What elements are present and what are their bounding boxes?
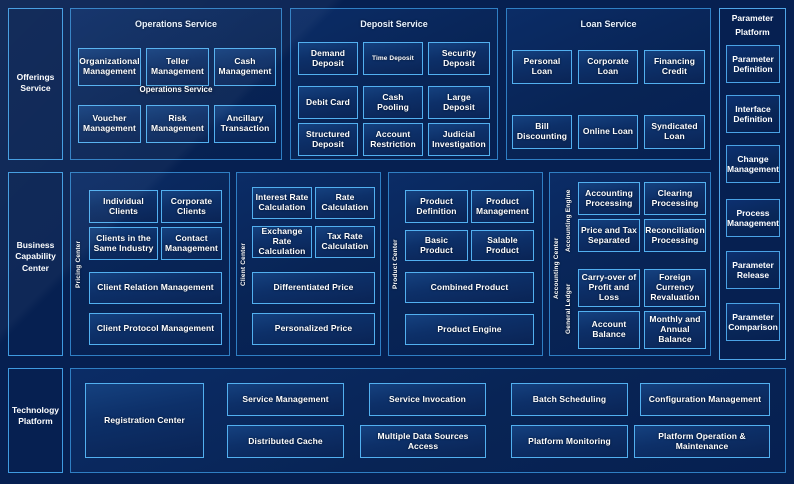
tile-rate-calculation[interactable]: Rate Calculation [315,187,375,219]
tile-syndicated-loan[interactable]: Syndicated Loan [644,115,705,149]
tile-foreign-currency-revaluation[interactable]: Foreign Currency Revaluation [644,269,706,307]
tile-online-loan[interactable]: Online Loan [578,115,638,149]
tile-structured-deposit[interactable]: Structured Deposit [298,123,358,156]
business-capability-rail-label: Business Capability Center [15,240,56,273]
tile-parameter-definition[interactable]: Parameter Definition [726,45,780,83]
tile-product-definition[interactable]: Product Definition [405,190,468,223]
tile-change-management[interactable]: Change Management [726,145,780,183]
tile-service-management[interactable]: Service Management [227,383,344,416]
offerings-rail[interactable] [8,8,63,160]
tile-bill-discounting[interactable]: Bill Discounting [512,115,572,149]
tile-product-management[interactable]: Product Management [471,190,534,223]
tile-configuration-management[interactable]: Configuration Management [640,383,770,416]
tile-accounting-processing[interactable]: Accounting Processing [578,182,640,215]
parameter-platform-panel[interactable] [719,8,786,360]
group-operations-service-title: Operations Service [134,19,218,29]
tile-parameter-release[interactable]: Parameter Release [726,251,780,289]
tile-individual-clients[interactable]: Individual Clients [89,190,158,223]
tile-demand-deposit[interactable]: Demand Deposit [298,42,358,75]
tile-large-deposit[interactable]: Large Deposit [428,86,490,119]
tile-clients-same-industry[interactable]: Clients in the Same Industry [89,227,158,260]
tile-distributed-cache[interactable]: Distributed Cache [227,425,344,458]
tile-interest-rate-calculation[interactable]: Interest Rate Calculation [252,187,312,219]
tile-platform-monitoring[interactable]: Platform Monitoring [511,425,628,458]
tile-corporate-clients[interactable]: Corporate Clients [161,190,222,223]
tile-security-deposit[interactable]: Security Deposit [428,42,490,75]
tile-parameter-comparison[interactable]: Parameter Comparison [726,303,780,341]
tile-differentiated-price[interactable]: Differentiated Price [252,272,375,304]
parameter-platform-title-line2: Platform [735,27,770,37]
tile-debit-card[interactable]: Debit Card [298,86,358,119]
tile-financing-credit[interactable]: Financing Credit [644,50,705,84]
group-deposit-service-title: Deposit Service [360,19,428,29]
tile-voucher-management[interactable]: Voucher Management [78,105,141,143]
column-product-center-label: Product Center [392,239,399,289]
tile-batch-scheduling[interactable]: Batch Scheduling [511,383,628,416]
column-client-center-label: Client Center [240,242,247,286]
tile-service-invocation[interactable]: Service Invocation [369,383,486,416]
tile-teller-management[interactable]: Teller Management [146,48,209,86]
tile-carry-over-of-profit-and-loss[interactable]: Carry-over of Profit and Loss [578,269,640,307]
tile-cash-pooling[interactable]: Cash Pooling [363,86,423,119]
tile-corporate-loan[interactable]: Corporate Loan [578,50,638,84]
tile-platform-operation-maintenance[interactable]: Platform Operation & Maintenance [634,425,770,458]
tile-multiple-data-sources-access[interactable]: Multiple Data Sources Access [360,425,486,458]
tile-reconciliation-processing[interactable]: Reconciliation Processing [644,219,706,252]
technology-platform-rail-label: Technology Platform [11,405,60,427]
tile-ancillary-transaction[interactable]: Ancillary Transaction [214,105,276,143]
tile-product-engine[interactable]: Product Engine [405,314,534,345]
offerings-rail-label: Offerings Service [16,72,55,94]
tile-client-protocol-management[interactable]: Client Protocol Management [89,313,222,345]
tile-account-restriction[interactable]: Account Restriction [363,123,423,156]
tile-basic-product[interactable]: Basic Product [405,230,468,261]
tile-combined-product[interactable]: Combined Product [405,272,534,303]
general-ledger-sublabel: General Ledger [565,283,572,335]
tile-clearing-processing[interactable]: Clearing Processing [644,182,706,215]
tile-price-and-tax-separated[interactable]: Price and Tax Separated [578,219,640,252]
tile-tax-rate-calculation[interactable]: Tax Rate Calculation [315,226,375,258]
accounting-engine-sublabel: Accounting Engine [565,189,572,253]
tile-account-balance[interactable]: Account Balance [578,311,640,349]
tile-judicial-investigation[interactable]: Judicial Investigation [428,123,490,156]
group-loan-service-title: Loan Service [580,19,637,29]
group-operations-service-ghost-title: Operations Service [139,85,213,94]
tile-contact-management[interactable]: Contact Management [161,227,222,260]
tile-personal-loan[interactable]: Personal Loan [512,50,572,84]
tile-organizational-management[interactable]: Organizational Management [78,48,141,86]
tile-exchange-rate-calculation[interactable]: Exchange Rate Calculation [252,226,312,258]
business-capability-rail[interactable] [8,172,63,356]
tile-client-relation-management[interactable]: Client Relation Management [89,272,222,304]
column-accounting-center-label: Accounting Center [553,237,560,299]
tile-personalized-price[interactable]: Personalized Price [252,313,375,345]
tile-monthly-and-annual-balance[interactable]: Monthly and Annual Balance [644,311,706,349]
tile-salable-product[interactable]: Salable Product [471,230,534,261]
column-pricing-center-label: Pricing Center [75,240,82,288]
tile-risk-management[interactable]: Risk Management [146,105,209,143]
parameter-platform-title-line1: Parameter [731,13,774,23]
tile-interface-definition[interactable]: Interface Definition [726,95,780,133]
tile-time-deposit[interactable]: Time Deposit [363,42,423,75]
technology-platform-rail[interactable] [8,368,63,473]
tile-process-management[interactable]: Process Management [726,199,780,237]
tile-registration-center[interactable]: Registration Center [85,383,204,458]
tile-cash-management[interactable]: Cash Management [214,48,276,86]
